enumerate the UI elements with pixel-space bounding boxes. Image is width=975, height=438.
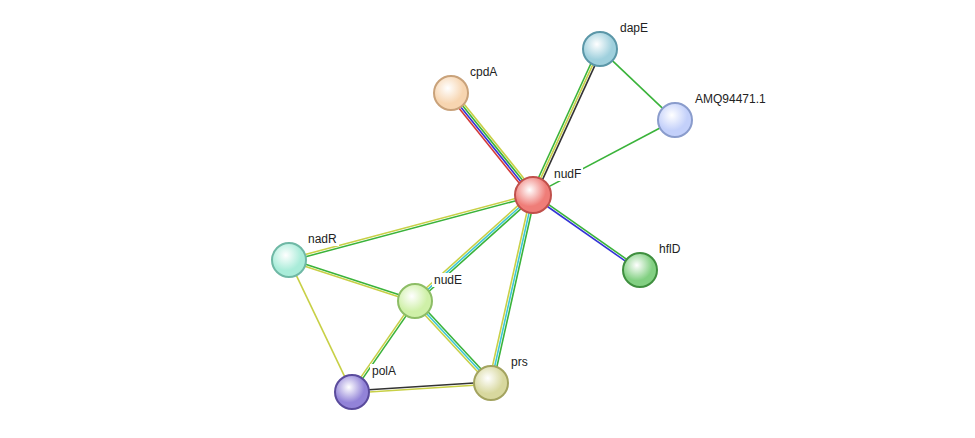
evidence-line [541, 64, 593, 178]
interaction-edge [305, 199, 516, 257]
evidence-line [461, 107, 521, 182]
evidence-line [429, 209, 521, 292]
protein-circle [622, 252, 658, 288]
evidence-line [363, 316, 407, 379]
protein-node: AMQ94471.1 [657, 102, 693, 138]
protein-label: nudF [552, 167, 583, 181]
protein-node: nudF [514, 176, 552, 214]
evidence-line [543, 65, 595, 179]
interaction-edge [296, 275, 344, 376]
evidence-line [296, 275, 344, 376]
evidence-line [361, 314, 405, 377]
protein-circle [582, 31, 618, 67]
interaction-edge [612, 61, 662, 109]
protein-node: nudE [397, 283, 433, 319]
protein-node: cpdA [433, 75, 469, 111]
protein-circle [334, 374, 370, 410]
evidence-line [549, 128, 660, 187]
evidence-line [426, 205, 518, 288]
evidence-line [428, 207, 520, 290]
evidence-line [459, 108, 519, 183]
protein-node: nadR [271, 242, 307, 278]
interaction-edge [547, 204, 627, 261]
protein-label: nudE [432, 273, 464, 287]
interaction-edge [493, 212, 532, 367]
evidence-line [463, 106, 523, 181]
evidence-line [305, 266, 399, 296]
evidence-line [305, 199, 515, 255]
protein-circle [271, 242, 307, 278]
protein-node: prs [473, 365, 509, 401]
interaction-edge [459, 104, 524, 183]
evidence-line [547, 206, 625, 261]
evidence-line [493, 212, 527, 366]
protein-circle [397, 283, 433, 319]
interaction-edge [361, 314, 406, 378]
evidence-line [428, 312, 481, 369]
interaction-edge [426, 205, 521, 291]
protein-label: nadR [306, 232, 339, 246]
protein-label: cpdA [468, 65, 499, 79]
protein-label: hflD [657, 242, 682, 256]
protein-circle [433, 75, 469, 111]
interaction-edge [305, 264, 399, 297]
protein-node: polA [334, 374, 370, 410]
evidence-line [369, 385, 474, 392]
evidence-line [548, 204, 626, 259]
interaction-edge [369, 383, 474, 392]
evidence-line [306, 201, 516, 257]
interaction-edge [425, 312, 481, 372]
protein-label: prs [509, 355, 530, 369]
evidence-line [612, 61, 662, 109]
evidence-line [495, 213, 529, 367]
protein-node: hflD [622, 252, 658, 288]
evidence-line [539, 64, 591, 178]
evidence-line [306, 264, 400, 294]
protein-circle [473, 365, 509, 401]
protein-label: AMQ94471.1 [693, 92, 768, 106]
protein-label: polA [370, 364, 398, 378]
protein-circle [657, 102, 693, 138]
protein-node: dapE [582, 31, 618, 67]
evidence-line [497, 213, 531, 367]
evidence-line [464, 104, 524, 179]
protein-circle [514, 176, 552, 214]
evidence-line [425, 315, 478, 372]
interaction-edge [549, 128, 660, 187]
interaction-edge [539, 64, 595, 180]
protein-label: dapE [618, 21, 650, 35]
evidence-line [427, 313, 480, 370]
